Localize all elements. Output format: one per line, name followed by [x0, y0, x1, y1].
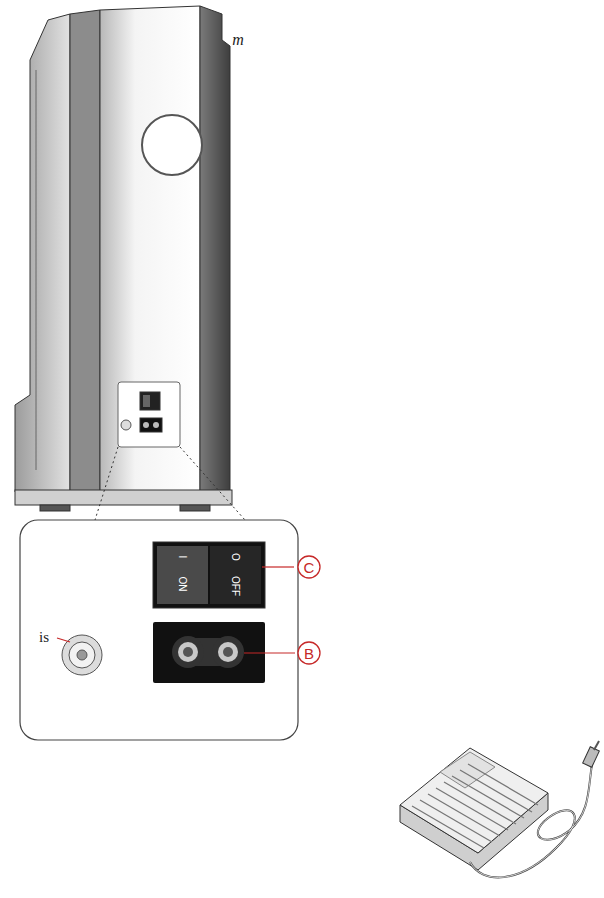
- switch-marking: ON: [177, 577, 187, 592]
- power-switch: [153, 542, 265, 608]
- detail-frame: [20, 520, 298, 740]
- callout-letter: B: [304, 646, 314, 661]
- callout-letter: C: [304, 560, 315, 575]
- callout-circle: C: [297, 555, 321, 579]
- sewing-machine: [15, 6, 232, 511]
- foot-pedal: [400, 741, 599, 877]
- zoom-guide: [95, 447, 245, 520]
- callout-circle: B: [297, 641, 321, 665]
- switch-marking: I: [177, 556, 187, 559]
- text-fragment: is: [39, 630, 49, 645]
- switch-marking: OFF: [230, 576, 240, 596]
- switch-marking: O: [230, 553, 240, 561]
- text-fragment: m: [232, 32, 244, 48]
- leader-line: [57, 567, 295, 653]
